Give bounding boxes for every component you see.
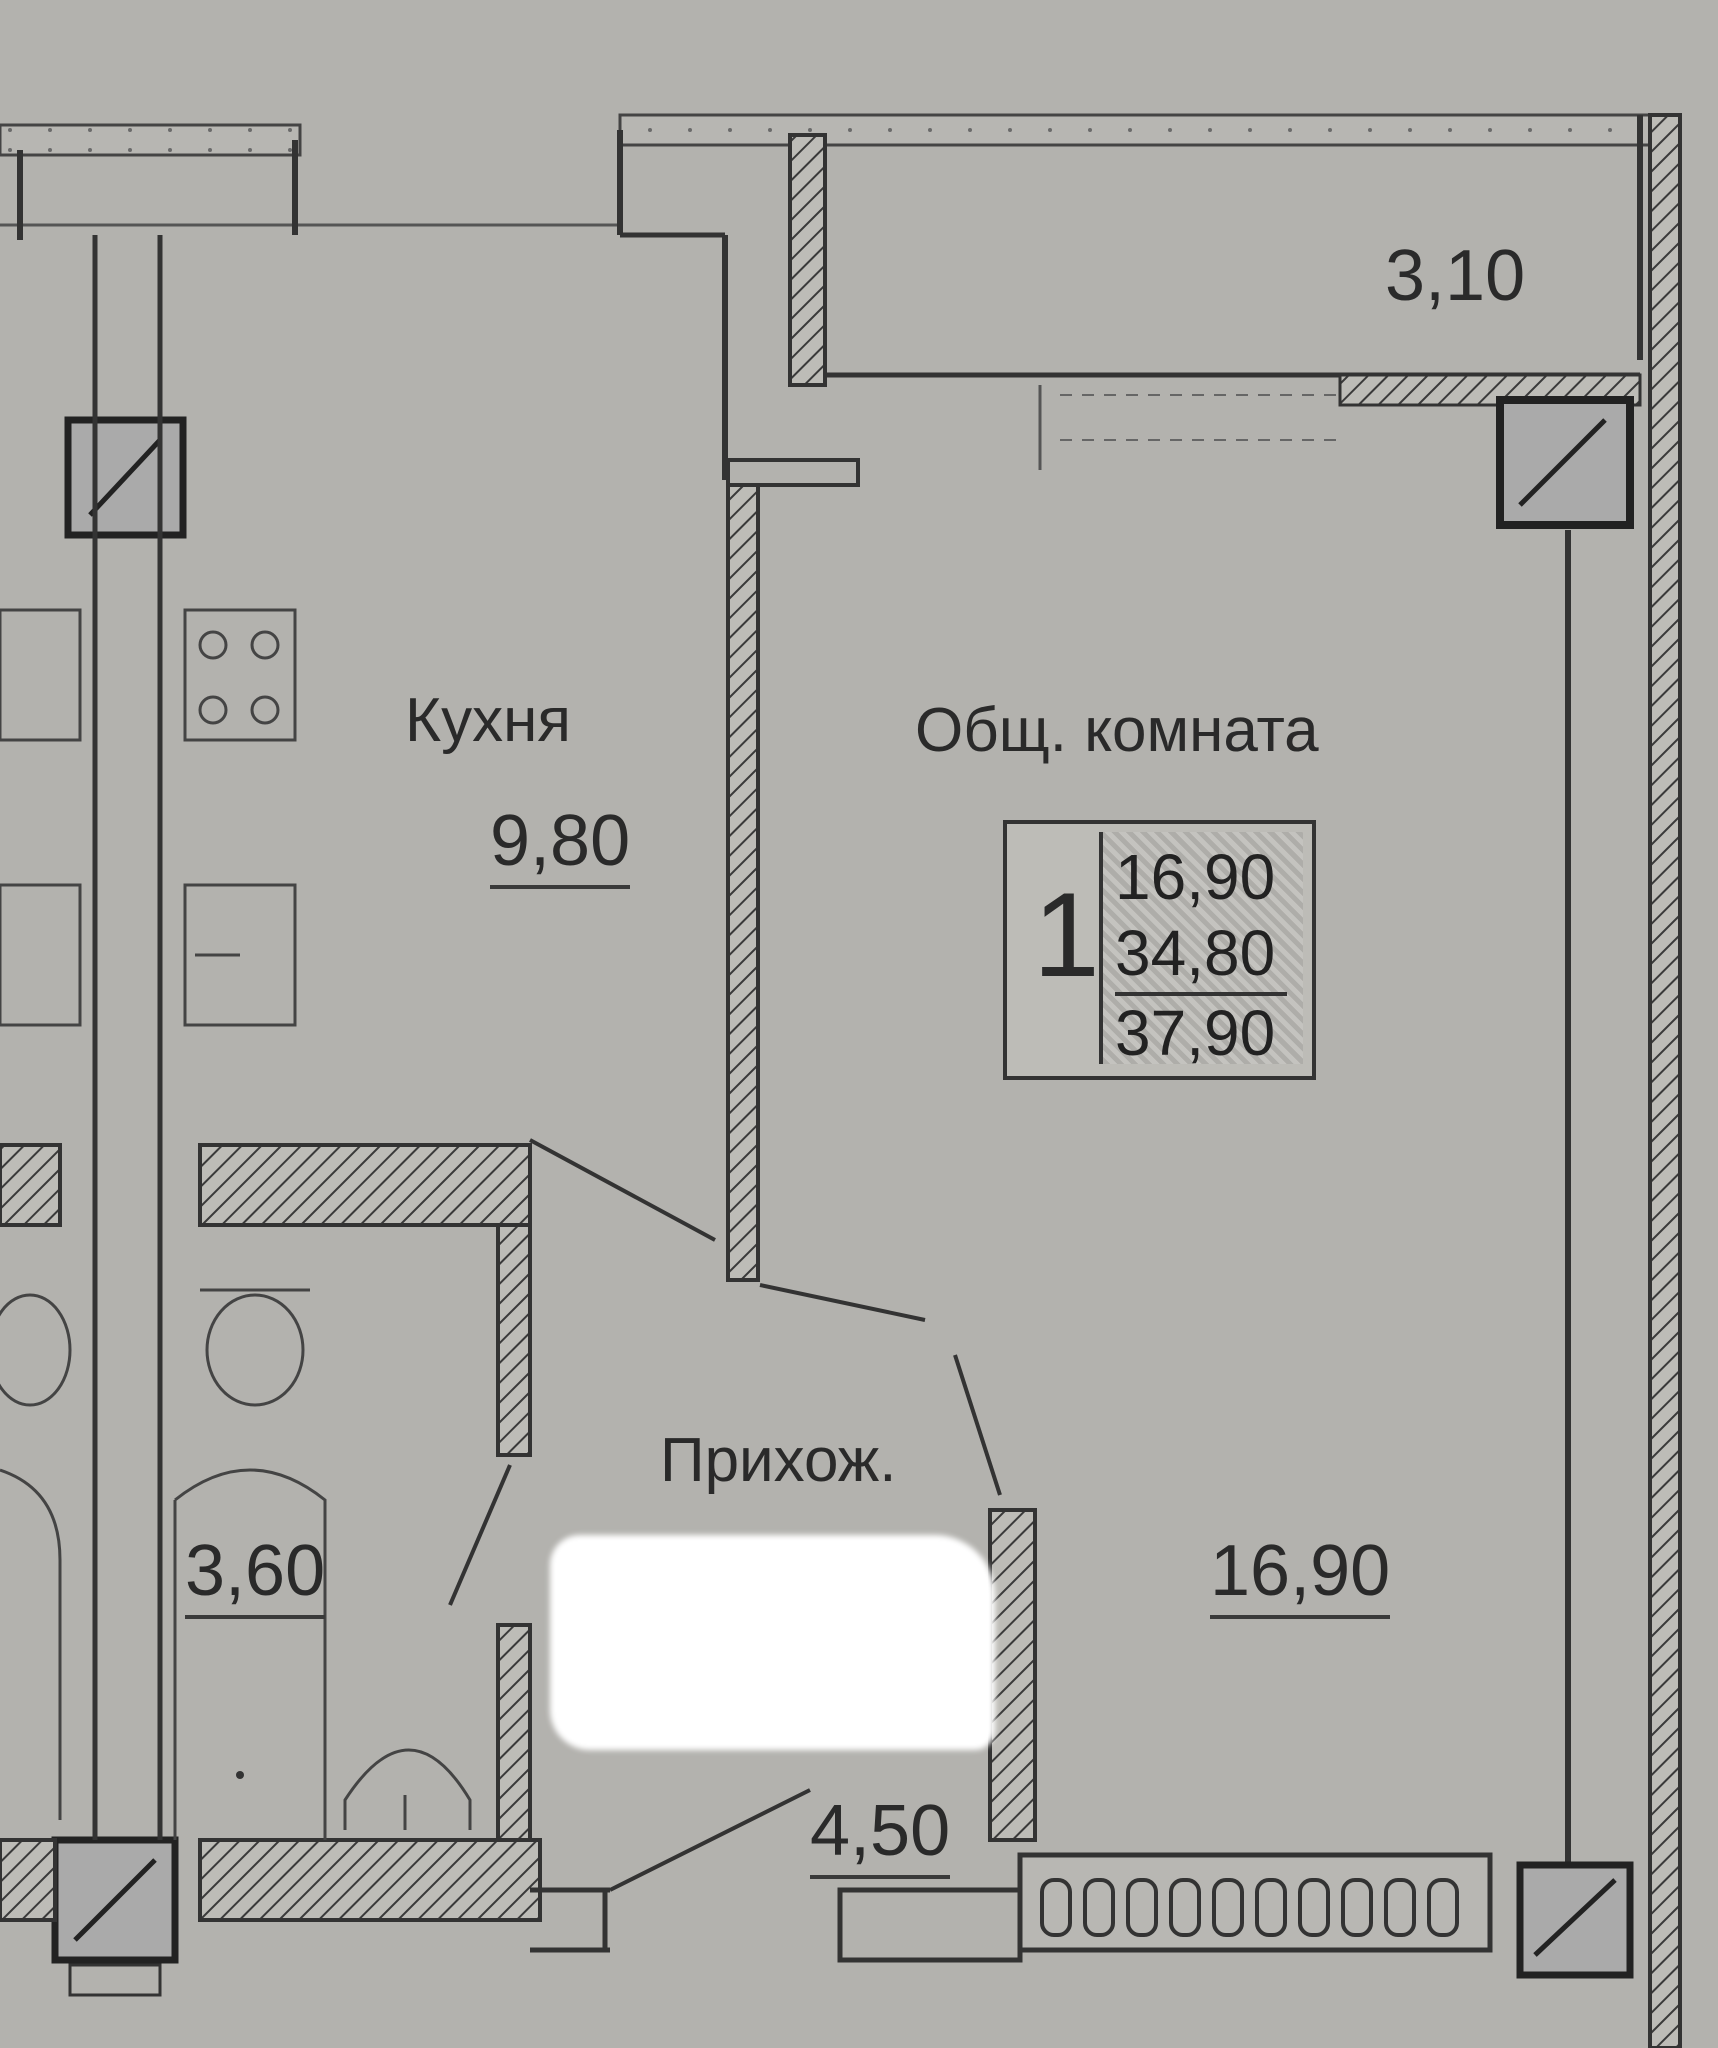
kitchen-area: 9,80 [490,805,631,889]
toilet [0,1288,310,1407]
top-rail [0,113,1652,240]
living-door [759,1283,1037,1842]
kitchen-living-wall [726,478,760,1282]
bathroom-area: 3,60 [185,1535,326,1619]
kitchen-sink [0,883,297,1027]
riser [92,235,163,1840]
washbasin [343,1748,472,1830]
kitchen-door [529,1138,716,1242]
right-outer-wall [1648,113,1682,2048]
total-with-balcony-value: 37,90 [1115,992,1287,1070]
stove [0,608,297,742]
bathroom-walls [0,1143,610,1953]
apartment-info-box: 1 16,90 34,80 37,90 [1003,820,1316,1080]
vent-shafts [51,396,1634,1979]
bathtub [0,1468,327,1840]
bathroom-door [448,1464,512,1606]
area-values: 16,90 34,80 37,90 [1099,832,1303,1069]
hall-label: Прихож. [660,1426,897,1495]
hall-area: 4,50 [810,1795,951,1879]
living-area-value: 16,90 [1115,841,1276,913]
rooms-count: 1 [1033,868,1100,1002]
balcony-area: 3,10 [1385,236,1526,316]
living-room-area: 16,90 [1210,1535,1391,1619]
bottom-window-wall [837,1852,1493,1963]
redaction-mark [550,1535,995,1750]
hall-leader [609,1788,811,1892]
total-area-value: 34,80 [1115,917,1276,989]
kitchen-label: Кухня [405,686,571,755]
living-room-label: Общ. комната [915,696,1319,765]
balcony [788,115,1643,470]
